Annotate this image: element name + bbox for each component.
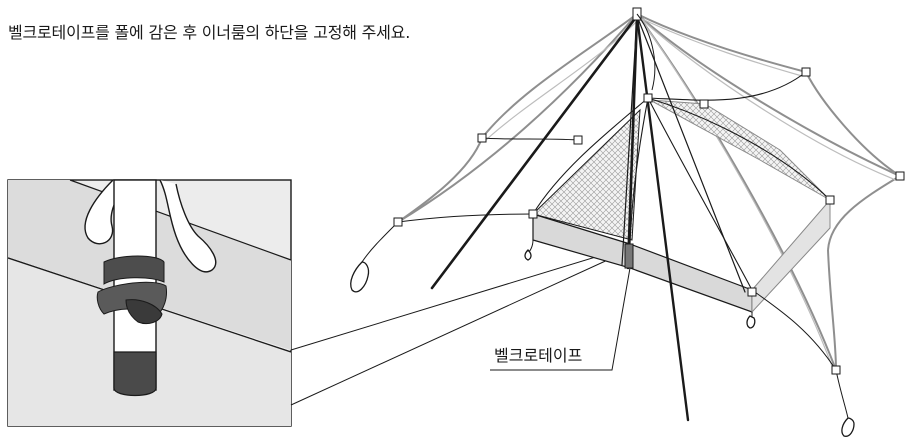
velcro-label-leader (490, 267, 631, 371)
inset-loop-right (159, 179, 217, 273)
velcro-tape-marker (624, 243, 634, 269)
inner-room-mesh-right (649, 99, 831, 201)
fly-sheet-outline (397, 13, 901, 371)
inset-pole-foot (113, 351, 157, 397)
inset-velcro-strap-back (103, 255, 165, 285)
velcro-tape-label: 벨크로테이프 (494, 346, 583, 365)
inner-room-right-wall (751, 198, 831, 314)
inner-room-front-wall (629, 243, 753, 313)
velcro-detail-inset (7, 179, 292, 427)
guy-lines (361, 13, 849, 419)
fly-sheet-outline-inner (485, 17, 897, 367)
tent-illustration (350, 7, 905, 437)
inset-velcro-strap-tail (125, 299, 163, 325)
inset-leader-lines (290, 251, 613, 406)
center-poles (430, 14, 746, 422)
instruction-text: 벨크로테이프를 폴에 감은 후 이너룸의 하단을 고정해 주세요. (8, 23, 411, 42)
stake-loops (350, 249, 855, 437)
guy-tensioners (393, 67, 905, 375)
